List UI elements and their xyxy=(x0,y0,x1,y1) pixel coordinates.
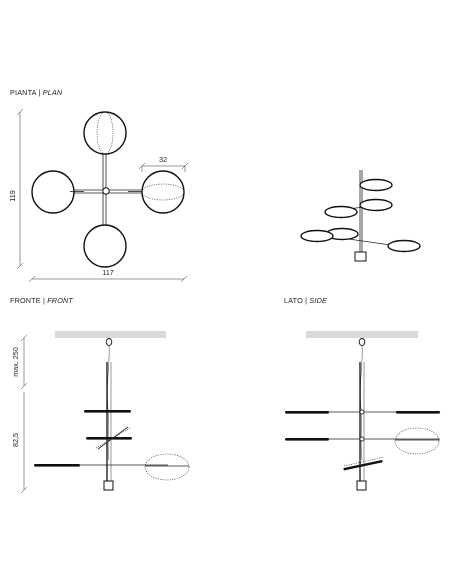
front-base-weight xyxy=(103,480,114,491)
front-disc-right-tilt xyxy=(144,453,190,481)
perspective-view-drawing xyxy=(300,170,421,262)
side-disc-top-right xyxy=(396,411,440,414)
side-hub-mid xyxy=(359,436,365,442)
side-canopy xyxy=(358,338,366,346)
side-hub-top xyxy=(359,409,365,415)
front-view-label: FRONTE | FRONT xyxy=(10,296,73,305)
persp-disc-low-right xyxy=(387,239,421,253)
persp-disc-low-left xyxy=(300,229,334,243)
front-dim-cable: max. 250 xyxy=(11,334,28,390)
front-view-drawing xyxy=(34,331,190,491)
front-disc-tilted xyxy=(97,426,129,450)
plan-disc-left xyxy=(31,170,75,214)
side-base-weight xyxy=(356,480,367,491)
plan-dim-height-value: 119 xyxy=(8,190,17,201)
side-view-label: LATO | SIDE xyxy=(284,296,327,305)
persp-disc-top xyxy=(359,178,393,192)
front-disc-top xyxy=(84,410,131,413)
plan-dim-disc-value: 32 xyxy=(159,155,167,164)
plan-view-drawing xyxy=(31,111,185,268)
plan-dim-width: 117 xyxy=(28,268,188,283)
front-disc-left xyxy=(34,464,80,467)
plan-disc-right xyxy=(141,170,185,214)
front-cable xyxy=(107,344,110,461)
front-dim-body: 82,5 xyxy=(11,392,28,494)
side-disc-mid-left xyxy=(285,438,329,441)
plan-disc-right-tilt xyxy=(141,183,185,201)
plan-hub xyxy=(102,187,110,195)
front-dim-body-value: 82,5 xyxy=(11,433,20,447)
plan-disc-top xyxy=(83,111,127,155)
plan-view-label: PIANTA | PLAN xyxy=(10,88,63,97)
side-disc-low-dash xyxy=(343,456,385,467)
plan-dim-disc: 32 xyxy=(138,155,189,172)
side-disc-top-left xyxy=(285,411,329,414)
persp-disc-mid-left xyxy=(324,205,358,219)
plan-dim-width-value: 117 xyxy=(102,268,113,277)
front-dim-cable-value: max. 250 xyxy=(11,347,20,377)
persp-disc-mid-right xyxy=(359,198,393,212)
side-view-drawing xyxy=(285,331,440,491)
side-ceiling xyxy=(306,331,418,338)
side-disc-right-tilt xyxy=(394,427,440,455)
front-canopy xyxy=(105,338,113,346)
plan-dim-height: 119 xyxy=(8,108,24,270)
front-disc-mid xyxy=(86,437,132,440)
plan-disc-bottom xyxy=(83,224,127,268)
persp-base-weight xyxy=(354,251,367,262)
plan-disc-top-tilt xyxy=(96,111,114,155)
side-disc-low xyxy=(343,460,383,471)
front-ceiling xyxy=(55,331,166,338)
